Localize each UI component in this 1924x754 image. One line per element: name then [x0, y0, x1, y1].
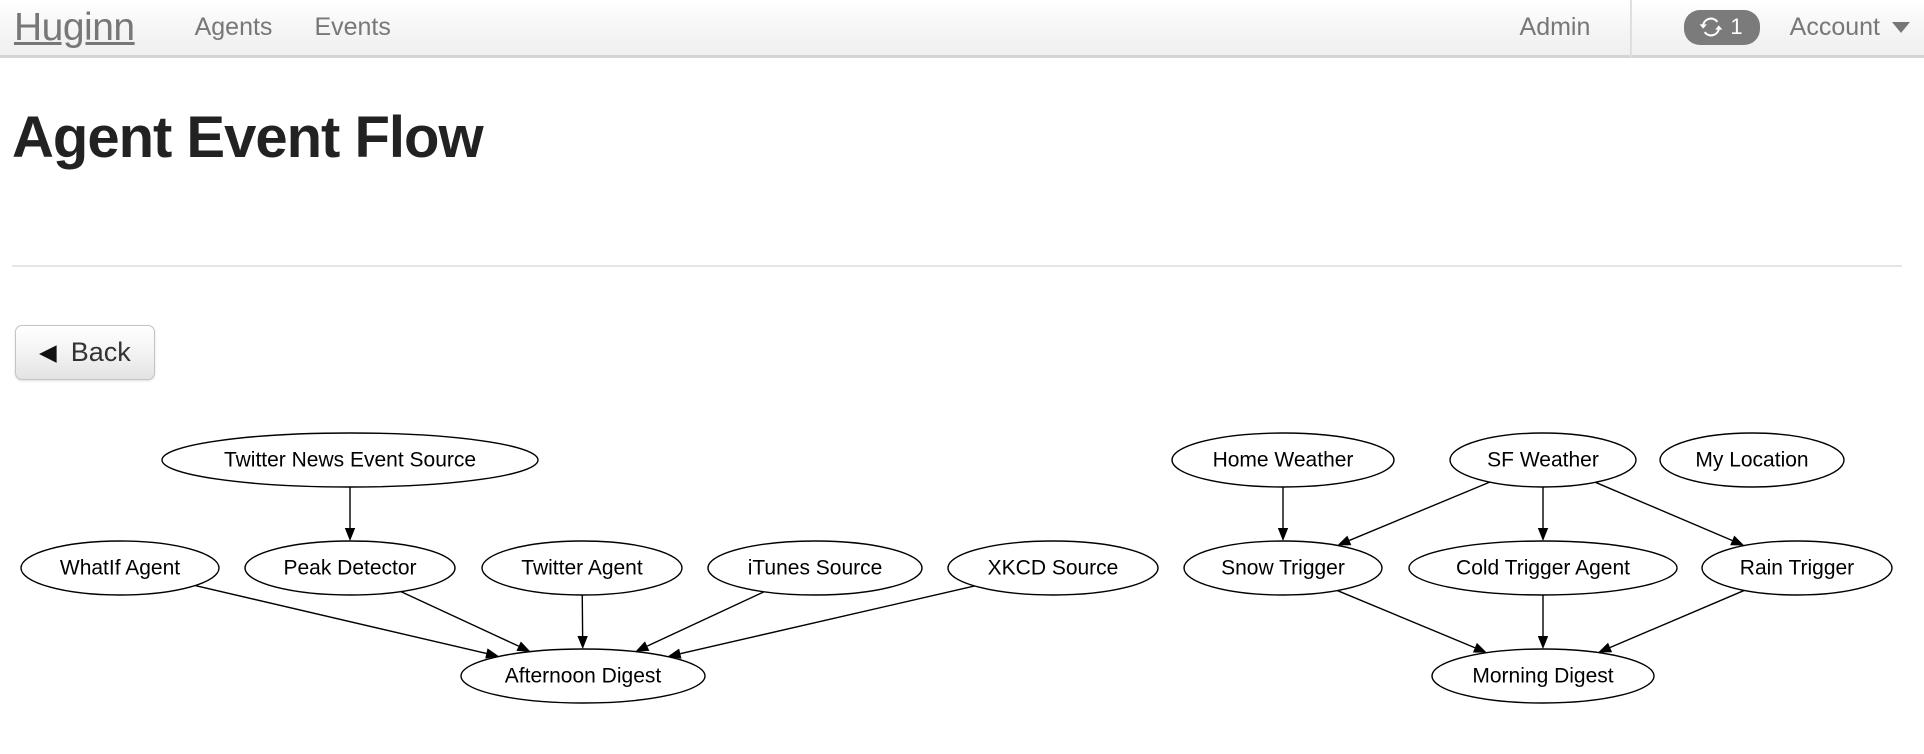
graph-node-xkcd[interactable]: XKCD Source	[947, 540, 1159, 596]
graph-edge	[1349, 481, 1490, 542]
graph-node-my_location[interactable]: My Location	[1659, 432, 1845, 488]
graph-node-afternoon_digest[interactable]: Afternoon Digest	[460, 648, 706, 704]
node-ellipse[interactable]	[481, 540, 683, 596]
graph-node-cold_trigger[interactable]: Cold Trigger Agent	[1408, 540, 1678, 596]
node-ellipse[interactable]	[947, 540, 1159, 596]
node-ellipse[interactable]	[1171, 432, 1395, 488]
back-button-label: Back	[70, 337, 131, 367]
graph-edge-arrowhead	[485, 648, 500, 659]
node-ellipse[interactable]	[707, 540, 923, 596]
node-ellipse[interactable]	[1183, 540, 1383, 596]
node-ellipse[interactable]	[244, 540, 456, 596]
node-ellipse[interactable]	[1701, 540, 1893, 596]
node-ellipse[interactable]	[1449, 432, 1637, 488]
graph-edge	[646, 591, 765, 647]
node-ellipse[interactable]	[1659, 432, 1845, 488]
brand-logo[interactable]: Huginn	[14, 6, 135, 49]
graph-node-snow_trigger[interactable]: Snow Trigger	[1183, 540, 1383, 596]
graph-edge-arrowhead	[635, 641, 650, 652]
graph-node-itunes[interactable]: iTunes Source	[707, 540, 923, 596]
graph-edge-arrowhead	[1537, 528, 1549, 541]
agent-event-flow-graph: Twitter News Event Source Home Weather SF …	[0, 400, 1924, 754]
navbar-divider	[1630, 0, 1633, 57]
graph-edge-arrowhead	[1277, 528, 1289, 541]
back-button[interactable]: ◀ Back	[15, 325, 155, 380]
graph-node-home_weather[interactable]: Home Weather	[1171, 432, 1395, 488]
header-divider	[12, 265, 1902, 267]
node-ellipse[interactable]	[1408, 540, 1678, 596]
graph-edge-arrowhead	[344, 528, 356, 541]
graph-nodes: Twitter News Event Source Home Weather SF …	[20, 432, 1893, 704]
chevron-left-icon: ◀	[39, 339, 57, 365]
account-label: Account	[1789, 13, 1880, 41]
graph-edge-arrowhead	[1730, 535, 1745, 546]
node-ellipse[interactable]	[161, 432, 539, 488]
graph-edge-arrowhead	[516, 641, 531, 652]
node-ellipse[interactable]	[1431, 648, 1655, 704]
graph-edge-arrowhead	[1337, 535, 1352, 546]
nav-link-admin[interactable]: Admin	[1519, 13, 1591, 41]
graph-node-whatif[interactable]: WhatIf Agent	[20, 540, 220, 596]
graph-edge	[1609, 589, 1745, 649]
graph-node-twitter_agent[interactable]: Twitter Agent	[481, 540, 683, 596]
graph-edge	[1595, 481, 1733, 542]
graph-node-peak_detector[interactable]: Peak Detector	[244, 540, 456, 596]
graph-node-morning_digest[interactable]: Morning Digest	[1431, 648, 1655, 704]
graph-edges	[195, 481, 1745, 659]
graph-edge-arrowhead	[667, 648, 682, 659]
top-navbar: Huginn Agents Events Admin 1 Account	[0, 0, 1924, 58]
nav-link-events[interactable]: Events	[314, 13, 391, 41]
graph-edge-arrowhead	[1598, 642, 1613, 653]
graph-edge	[400, 590, 519, 647]
nav-link-account[interactable]: Account	[1790, 15, 1924, 40]
node-ellipse[interactable]	[20, 540, 220, 596]
page-title: Agent Event Flow	[12, 105, 484, 170]
worker-count: 1	[1730, 14, 1743, 39]
graph-edge-arrowhead	[577, 635, 588, 649]
graph-edge	[1337, 589, 1476, 649]
node-ellipse[interactable]	[460, 648, 706, 704]
worker-status-badge[interactable]: 1	[1684, 10, 1760, 45]
graph-edge-arrowhead	[1472, 642, 1487, 653]
graph-node-rain_trigger[interactable]: Rain Trigger	[1701, 540, 1893, 596]
navbar-right-group: Admin 1 Account	[1480, 0, 1924, 57]
graph-edge	[680, 585, 975, 655]
graph-node-twitter_news[interactable]: Twitter News Event Source	[161, 432, 539, 488]
refresh-icon	[1699, 15, 1723, 39]
graph-node-sf_weather[interactable]: SF Weather	[1449, 432, 1637, 488]
nav-link-agents[interactable]: Agents	[194, 13, 273, 41]
flow-diagram-svg: Twitter News Event Source Home Weather SF …	[20, 432, 1893, 704]
chevron-down-icon	[1892, 22, 1910, 33]
graph-edge	[195, 584, 487, 655]
graph-edge-arrowhead	[1537, 636, 1549, 649]
